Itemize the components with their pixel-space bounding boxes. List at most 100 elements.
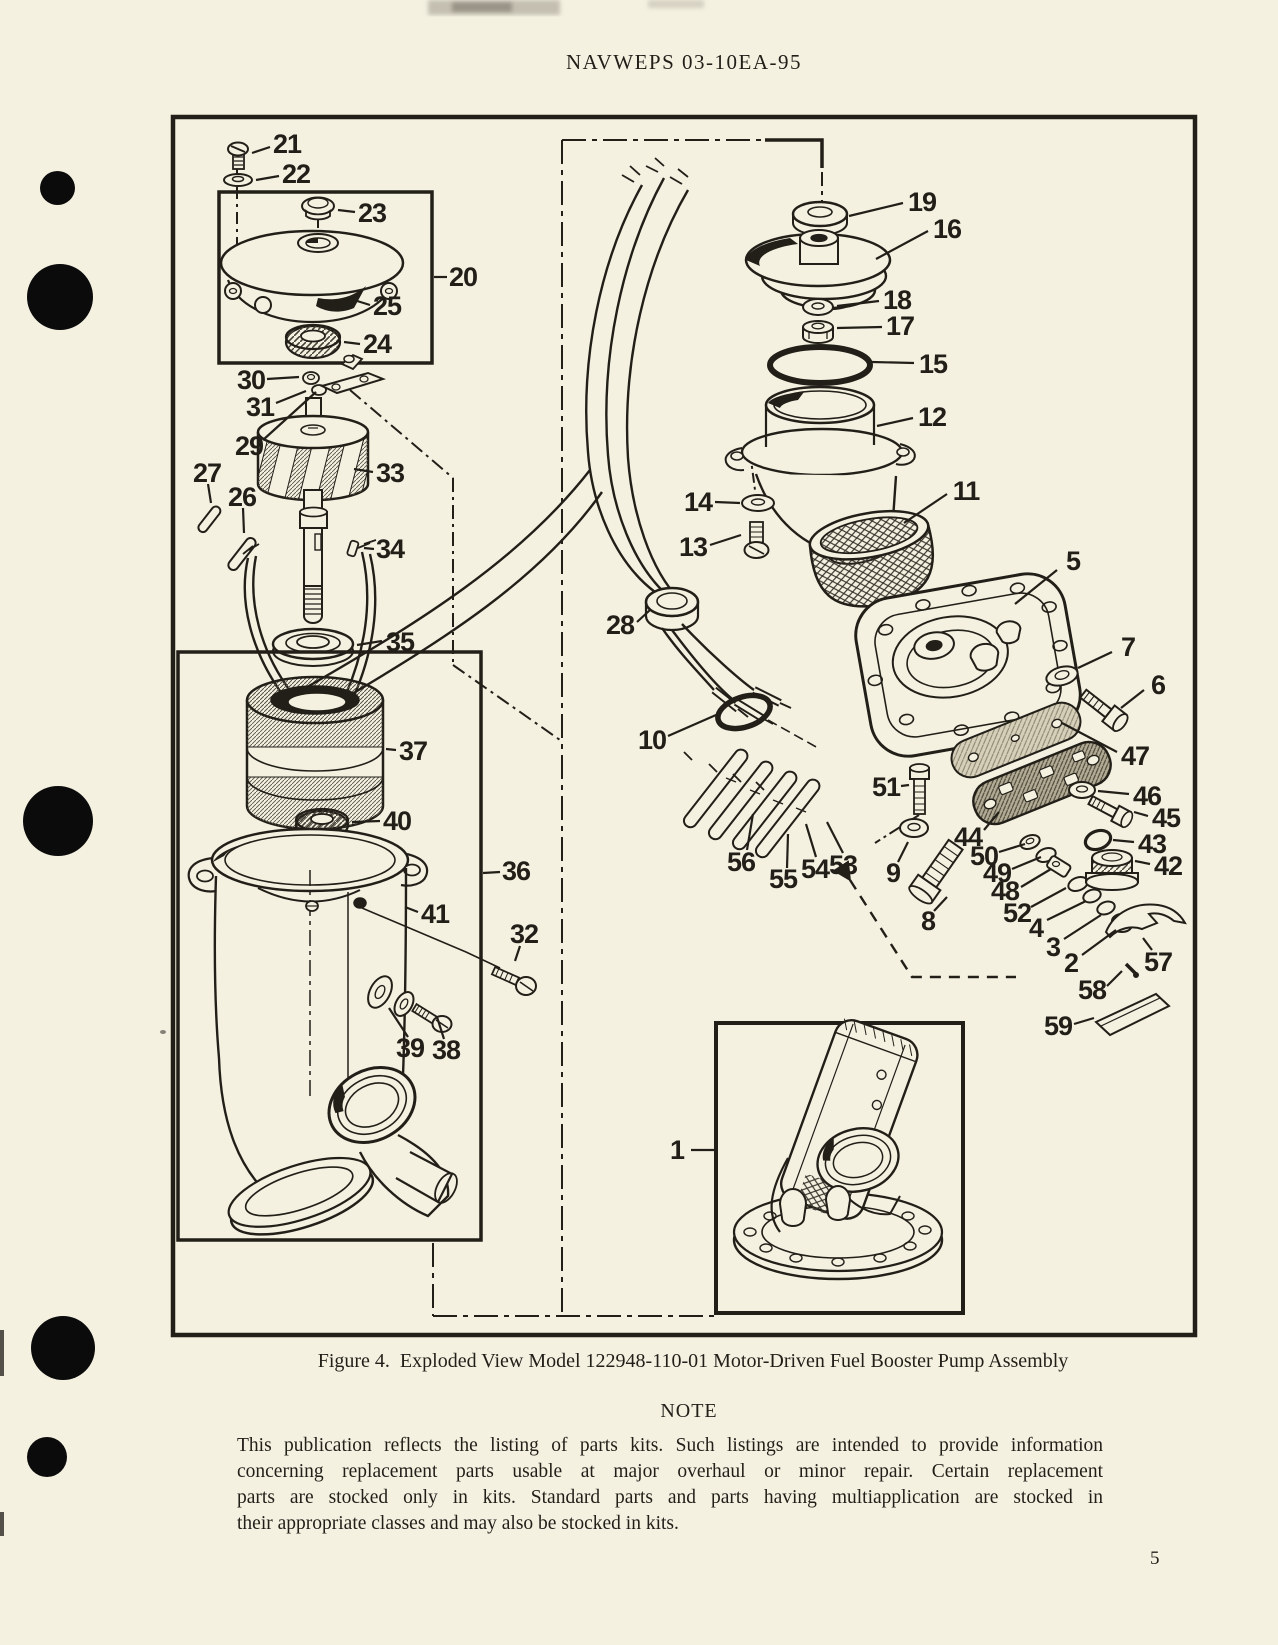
callout-leader-42 (1134, 859, 1151, 866)
callout-15: 15 (919, 349, 948, 379)
callout-leader-57 (1142, 937, 1153, 951)
callout-7: 7 (1121, 632, 1135, 662)
callout-2: 2 (1064, 948, 1078, 978)
callout-3: 3 (1046, 932, 1061, 962)
motor-lead-wires (242, 539, 377, 697)
bearing-35 (271, 627, 355, 667)
pump-inlet-elbow (217, 1057, 458, 1236)
callout-25: 25 (373, 291, 402, 321)
callout-39: 39 (396, 1033, 425, 1063)
callout-55: 55 (769, 864, 798, 894)
callout-leader-59 (1073, 1016, 1095, 1026)
callout-33: 33 (376, 458, 405, 488)
callout-leader-19 (848, 201, 904, 218)
callout-56: 56 (727, 847, 756, 877)
callout-43: 43 (1138, 829, 1167, 859)
callout-leader-24 (343, 340, 361, 346)
end-bell-box (217, 190, 434, 365)
callout-52: 52 (1003, 898, 1031, 928)
binder-mark (40, 171, 75, 205)
binder-mark (27, 1437, 67, 1477)
callout-leader-49 (1011, 855, 1042, 871)
callout-4: 4 (1029, 913, 1044, 943)
callout-32: 32 (510, 919, 538, 949)
note-heading: NOTE (660, 1400, 718, 1422)
binder-mark (27, 264, 93, 330)
callout-8: 8 (921, 906, 936, 936)
callout-leader-45 (1133, 810, 1149, 818)
note-line: parts are stocked only in kits. Standard… (237, 1487, 1103, 1508)
callout-leader-41 (404, 905, 419, 914)
callout-45: 45 (1152, 803, 1181, 833)
callout-leader-17 (836, 325, 883, 330)
fitting-42 (1085, 849, 1139, 891)
callout-leader-13 (709, 533, 742, 547)
callout-leader-12 (876, 416, 914, 428)
figure-border (170, 114, 1198, 1338)
callout-leader-50 (998, 842, 1026, 854)
washer-18 (802, 298, 834, 316)
scan-speck (160, 1030, 166, 1034)
washer-9 (899, 818, 929, 838)
callout-57: 57 (1144, 947, 1172, 977)
assembly-inset (714, 1018, 965, 1315)
callout-leader-22 (255, 174, 280, 182)
callout-leader-6 (1120, 689, 1145, 709)
callout-leader-44 (983, 811, 1000, 831)
binder-mark (31, 1316, 95, 1380)
pump-section (301, 157, 1187, 1037)
stator-37 (245, 675, 385, 831)
callout-leader-46 (1097, 789, 1130, 796)
screw-21 (227, 141, 249, 170)
note-paragraph: This publication reflects the listing of… (237, 1433, 1103, 1537)
callout-leader-58 (1106, 970, 1123, 987)
callout-leader-14 (714, 500, 741, 505)
callout-6: 6 (1151, 670, 1166, 700)
washer-46 (1068, 781, 1096, 799)
impeller-inducer-16 (744, 229, 892, 311)
screw-32 (490, 965, 537, 996)
scan-edge-mark (0, 1512, 4, 1536)
bolt-8 (908, 838, 965, 905)
callout-leader-33 (353, 467, 374, 474)
nut-30 (302, 371, 320, 385)
scraper-57 (1104, 903, 1187, 939)
callout-59: 59 (1044, 1011, 1073, 1041)
callout-37: 37 (399, 736, 427, 766)
bolt-45 (1087, 794, 1134, 829)
callout-leader-36 (482, 870, 501, 875)
callout-9: 9 (886, 858, 901, 888)
brush-tubes (682, 748, 821, 859)
pin-27 (197, 505, 222, 534)
callout-leader-4 (1046, 900, 1087, 921)
pin-58 (1124, 962, 1139, 978)
power-lead-wires (301, 157, 690, 696)
callout-12: 12 (918, 402, 946, 432)
callout-22: 22 (282, 159, 310, 189)
callout-leader-39 (388, 1007, 409, 1038)
callout-leader-31 (275, 389, 307, 405)
washer-7 (1045, 665, 1079, 687)
callout-48: 48 (991, 876, 1020, 906)
callout-leader-30 (266, 375, 300, 381)
callout-21: 21 (273, 129, 302, 159)
callout-leader-53 (826, 821, 844, 854)
grommet-28 (644, 586, 700, 632)
callout-leader-34 (363, 546, 375, 551)
callout-50: 50 (970, 841, 998, 871)
callout-leader-18 (836, 299, 880, 308)
bearing-24 (284, 323, 342, 360)
mounting-plate-5 (854, 572, 1082, 758)
callout-leader-40 (351, 819, 381, 824)
page-number: 5 (1150, 1548, 1160, 1569)
publication-number: NAVWEPS 03-10EA-95 (565, 50, 803, 74)
armature-33 (256, 397, 370, 502)
callout-49: 49 (983, 858, 1012, 888)
callout-1: 1 (670, 1135, 685, 1165)
callout-40: 40 (383, 806, 411, 836)
callout-leader-37 (385, 747, 397, 752)
callout-53: 53 (829, 850, 858, 880)
callout-leader-26 (241, 507, 246, 534)
callout-layer: 2122232025243031292726333435374036413239… (193, 129, 1183, 1165)
callout-17: 17 (886, 311, 914, 341)
